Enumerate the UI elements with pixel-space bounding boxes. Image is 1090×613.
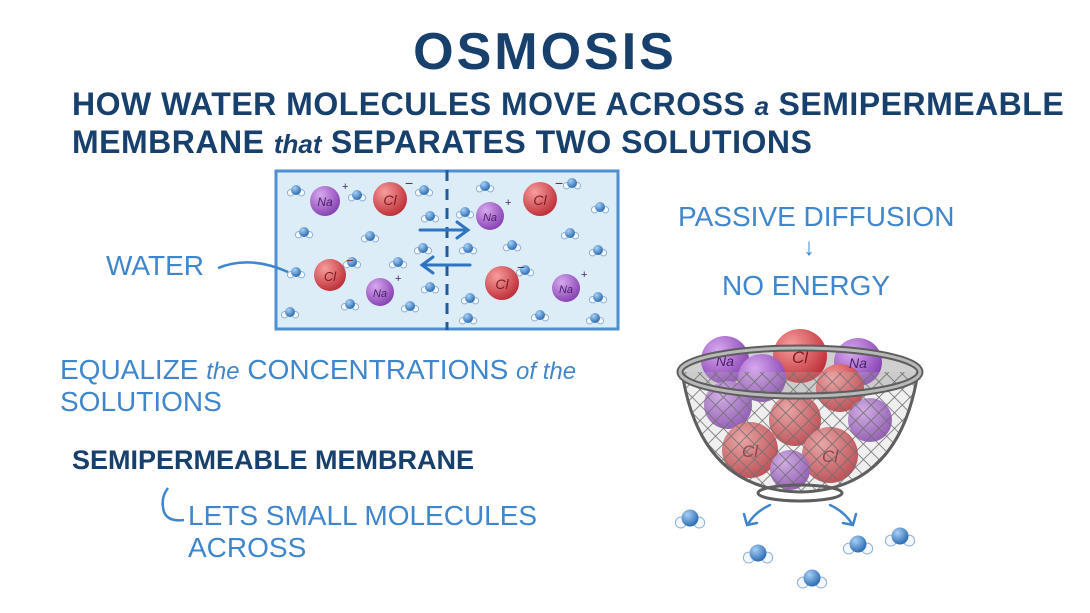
ion-label: Cl	[324, 269, 337, 284]
water-molecule	[588, 292, 608, 304]
water-molecule	[562, 178, 582, 190]
water-molecule	[400, 301, 420, 313]
ion-label: Na	[849, 355, 867, 371]
chloride-ion: Cl −	[523, 175, 563, 216]
sodium-ion: Na +	[552, 269, 587, 302]
subtitle-connector: that	[273, 129, 322, 159]
water-pointer-line	[217, 261, 289, 274]
ion-charge: −	[555, 175, 563, 191]
lets-small-line-2: ACROSS	[188, 532, 307, 563]
ion-label: Cl	[495, 276, 509, 292]
water-molecule	[347, 190, 367, 202]
water-molecule	[286, 267, 306, 279]
sodium-ion: Na +	[476, 197, 511, 230]
subtitle-text: SEPARATES TWO SOLUTIONS	[330, 124, 813, 160]
water-molecule	[796, 569, 828, 589]
arrow-down-right-head-icon	[841, 512, 858, 527]
subtitle-connector: a	[754, 91, 770, 121]
equalize-connector: the	[206, 358, 240, 385]
equalize-line-2: SOLUTIONS	[60, 386, 222, 417]
ion-charge: +	[581, 269, 587, 281]
water-molecule	[360, 231, 380, 243]
water-molecule	[340, 299, 360, 311]
no-energy-label: NO ENERGY	[722, 270, 891, 301]
water-molecule	[742, 544, 774, 564]
water-molecule	[458, 313, 478, 325]
ion-charge: +	[505, 197, 511, 209]
water-molecule	[590, 202, 610, 214]
semipermeable-heading: SEMIPERMEABLE MEMBRANE	[72, 445, 475, 475]
ion-label: Na	[373, 288, 387, 300]
arrow-left-head-icon	[419, 255, 435, 275]
water-molecule	[502, 240, 522, 252]
subtitle-text: HOW WATER MOLECULES MOVE ACROSS	[72, 86, 746, 122]
sodium-ion: Na +	[310, 181, 348, 216]
ion-label: Na	[483, 212, 497, 224]
water-molecule	[342, 257, 362, 269]
water-molecule	[842, 535, 874, 555]
strainer-basket: Na Cl Na Cl Cl	[676, 329, 924, 503]
water-molecules	[280, 178, 610, 325]
water-molecule	[560, 228, 580, 240]
chloride-ion: Cl −	[314, 253, 354, 291]
falling-arrows	[742, 503, 858, 527]
ion-label: Na	[559, 284, 573, 296]
down-arrow-icon: ↓	[803, 234, 815, 261]
subtitle-line-2: MEMBRANE that SEPARATES TWO SOLUTIONS	[72, 124, 812, 161]
subtitle-text: MEMBRANE	[72, 124, 265, 160]
water-molecule	[475, 181, 495, 193]
water-molecule	[455, 207, 475, 219]
subtitle-text: SEMIPERMEABLE	[778, 86, 1065, 122]
ion-charge: −	[346, 253, 354, 268]
arrow-down-left-icon	[746, 503, 772, 526]
water-molecule	[884, 527, 916, 547]
passive-diffusion-label: PASSIVE DIFFUSION	[678, 201, 955, 232]
ion-label: Cl	[383, 192, 397, 208]
ion-charge: +	[395, 273, 401, 285]
arrow-down-left-head-icon	[742, 512, 759, 527]
water-molecule	[388, 257, 408, 269]
water-molecule	[420, 211, 440, 223]
water-molecule	[585, 313, 605, 325]
water-molecule	[588, 245, 608, 257]
ion-label: Cl	[533, 192, 547, 208]
arrow-right-head-icon	[455, 220, 471, 240]
water-molecule	[280, 307, 300, 319]
ion-charge: −	[517, 259, 525, 275]
equalize-text: CONCENTRATIONS	[247, 354, 509, 385]
ion-charge: −	[405, 175, 413, 191]
bracket-line	[161, 487, 185, 522]
sodium-ion: Na +	[366, 273, 401, 306]
subtitle-line-1: HOW WATER MOLECULES MOVE ACROSS a SEMIPE…	[72, 86, 1064, 123]
water-molecule	[458, 243, 478, 255]
chloride-ion: Cl −	[373, 175, 413, 216]
water-molecule	[414, 185, 434, 197]
equalize-connector: of the	[516, 358, 577, 385]
water-molecule	[515, 265, 535, 277]
water-molecule	[294, 227, 314, 239]
water-label: WATER	[106, 250, 204, 281]
lets-small-line-1: LETS SMALL MOLECULES	[188, 500, 538, 531]
equalize-text: EQUALIZE	[60, 354, 199, 385]
arrow-down-right-icon	[828, 503, 854, 526]
chloride-ion: Cl −	[485, 259, 525, 300]
water-molecule	[530, 310, 550, 322]
ion-charge: +	[342, 181, 348, 193]
page-title: OSMOSIS	[413, 23, 677, 81]
water-molecule	[420, 282, 440, 294]
water-molecule	[674, 509, 706, 529]
falling-water-molecules	[674, 509, 916, 589]
water-molecule	[413, 243, 433, 255]
water-molecule	[460, 293, 480, 305]
ion-label: Cl	[792, 348, 809, 367]
flow-arrows	[418, 220, 472, 275]
water-molecule	[286, 185, 306, 197]
equalize-line-1: EQUALIZE the CONCENTRATIONS of the	[60, 354, 576, 386]
ion-label: Na	[317, 195, 333, 209]
